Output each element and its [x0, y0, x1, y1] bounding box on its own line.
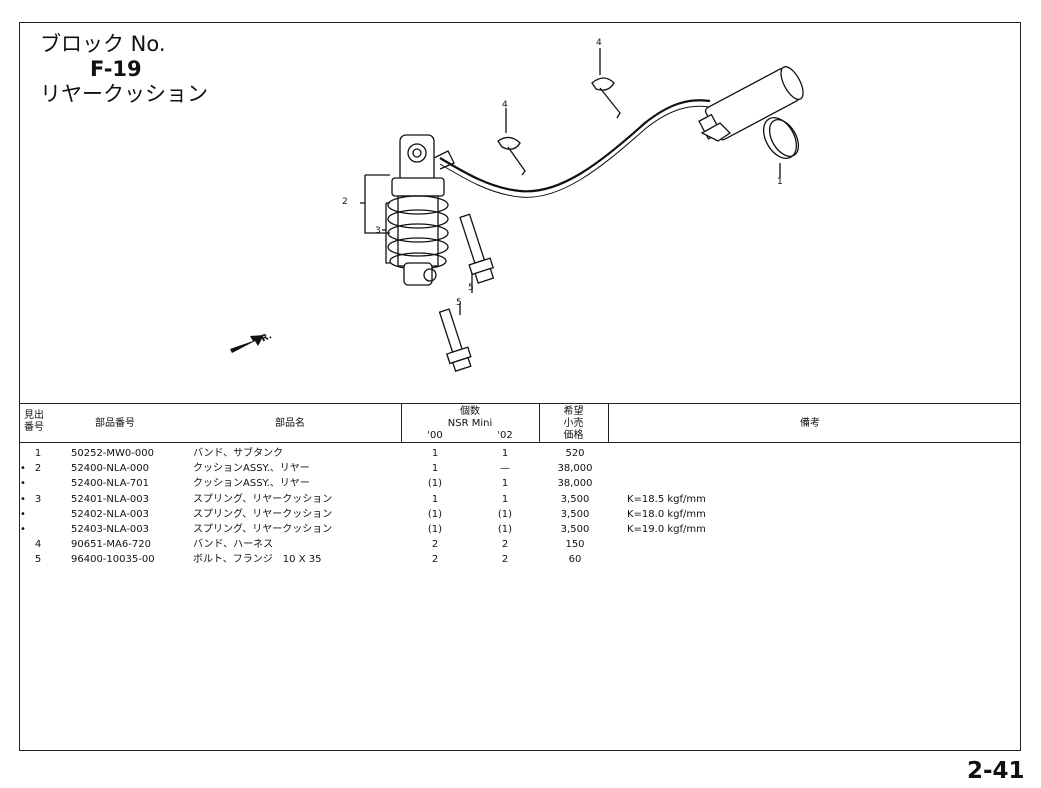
cell-mark: •: [20, 463, 26, 475]
callout-3: 3: [375, 226, 381, 236]
cell-qty-a: 2: [431, 554, 439, 566]
callout-1: 1: [777, 177, 783, 187]
header-divider: [539, 404, 540, 442]
header-qty: 個数: [460, 406, 480, 417]
cell-part-no: 90651-MA6-720: [71, 539, 151, 551]
cell-price: 3,500: [560, 508, 590, 520]
page-frame: [19, 22, 1021, 751]
cell-name: クッションASSY.、リヤー: [193, 478, 310, 490]
cell-ref: 2: [34, 463, 42, 475]
cell-name: クッションASSY.、リヤー: [193, 463, 310, 475]
cell-qty-b: (1): [497, 524, 513, 535]
harness-band-lower: [497, 108, 526, 176]
diagram-table-separator: [20, 403, 1020, 404]
cell-ref: 1: [34, 448, 42, 459]
cell-part-no: 50252-MW0-000: [71, 448, 154, 459]
cell-qty-b: —: [500, 463, 510, 475]
flange-bolt-upper: [459, 213, 495, 284]
cell-part-no: 52402-NLA-003: [71, 508, 150, 520]
cell-price: 3,500: [560, 524, 590, 535]
cell-name: スプリング、リヤークッション: [193, 493, 333, 505]
cell-ref: 5: [34, 554, 42, 566]
cell-name: ボルト、フランジ 10 X 35: [193, 554, 322, 566]
header-divider: [401, 404, 402, 442]
reservoir-hose: [439, 99, 711, 193]
block-name: リヤークッション: [40, 82, 208, 106]
cell-qty-a: 1: [431, 448, 439, 459]
header-ref-no: 見出 番号: [24, 410, 44, 433]
parts-diagram: 4 4 1 2 3 5 5 FR.: [230, 38, 804, 372]
cell-remarks: K=18.0 kgf/mm: [627, 508, 706, 520]
cell-mark: •: [20, 493, 26, 505]
cell-mark: •: [20, 478, 26, 490]
harness-band-upper: [591, 48, 621, 119]
fr-label: FR.: [254, 331, 273, 347]
cell-name: スプリング、リヤークッション: [193, 524, 333, 535]
cell-price: 150: [565, 539, 585, 551]
table-row: • 2 52400-NLA-000 クッションASSY.、リヤー 1 — 38,000: [20, 461, 1020, 476]
table-row: 5 96400-10035-00 ボルト、フランジ 10 X 35 2 2 60: [20, 552, 1020, 567]
table-row: 4 90651-MA6-720 バンド、ハーネス 2 2 150: [20, 537, 1020, 552]
cell-part-no: 52401-NLA-003: [71, 493, 150, 505]
cell-qty-a: 1: [431, 463, 439, 475]
flange-bolt-lower: [438, 308, 472, 372]
cell-name: スプリング、リヤークッション: [193, 508, 333, 520]
header-price: 希望 小売 価格: [563, 406, 584, 441]
cell-price: 38,000: [557, 463, 593, 475]
cell-price: 3,500: [560, 493, 590, 505]
cell-part-no: 52403-NLA-003: [71, 524, 150, 535]
cell-ref: 4: [34, 539, 42, 551]
cell-qty-a: (1): [427, 478, 443, 490]
header-remarks: 備考: [800, 418, 820, 429]
cell-qty-a: 2: [431, 539, 439, 551]
table-row: • 52402-NLA-003 スプリング、リヤークッション (1) (1) 3,500 K…: [20, 507, 1020, 522]
cell-qty-b: 1: [501, 478, 509, 490]
header-divider: [608, 404, 609, 442]
cell-price: 520: [565, 448, 585, 459]
cell-qty-b: (1): [497, 508, 513, 520]
header-part-name: 部品名: [275, 418, 305, 429]
table-row: • 52400-NLA-701 クッションASSY.、リヤー (1) 1 38,000: [20, 476, 1020, 491]
header-part-no: 部品番号: [95, 418, 135, 429]
block-code: F-19: [90, 57, 142, 81]
header-year-02: '02: [497, 430, 513, 441]
header-year-00: '00: [427, 430, 443, 441]
cell-name: バンド、サブタンク: [193, 448, 284, 459]
page-number: 2-41: [967, 758, 1025, 784]
table-row: 1 50252-MW0-000 バンド、サブタンク 1 1 520: [20, 446, 1020, 461]
cell-remarks: K=19.0 kgf/mm: [627, 524, 706, 535]
callout-5-upper: 5: [468, 283, 474, 293]
callout-2: 2: [342, 197, 348, 207]
cell-name: バンド、ハーネス: [193, 539, 274, 551]
front-direction-arrow: [230, 335, 264, 353]
callout-5-lower: 5: [456, 298, 462, 308]
cell-price: 60: [568, 554, 582, 566]
cell-remarks: K=18.5 kgf/mm: [627, 493, 706, 505]
table-row: • 52403-NLA-003 スプリング、リヤークッション (1) (1) 3,500 K…: [20, 522, 1020, 537]
cell-qty-b: 2: [501, 554, 509, 566]
cell-mark: •: [20, 524, 26, 535]
cell-mark: •: [20, 508, 26, 520]
block-label: ブロック No.: [40, 32, 166, 56]
cell-qty-a: (1): [427, 524, 443, 535]
cell-price: 38,000: [557, 478, 593, 490]
callout-4-upper: 4: [596, 38, 602, 48]
cell-qty-b: 2: [501, 539, 509, 551]
cell-ref: 3: [34, 493, 42, 505]
rear-shock: [387, 134, 455, 286]
band-subtank: [762, 117, 800, 178]
cell-qty-a: 1: [431, 493, 439, 505]
table-header: [20, 404, 1020, 443]
table-row: • 3 52401-NLA-003 スプリング、リヤークッション 1 1 3,500 K=18…: [20, 492, 1020, 507]
cell-part-no: 96400-10035-00: [71, 554, 155, 566]
callout-4-lower: 4: [502, 100, 508, 110]
cell-part-no: 52400-NLA-701: [71, 478, 150, 490]
cell-qty-b: 1: [501, 493, 509, 505]
sub-tank: [698, 66, 804, 141]
cell-qty-b: 1: [501, 448, 509, 459]
cell-qty-a: (1): [427, 508, 443, 520]
header-model: NSR Mini: [447, 418, 493, 429]
cell-part-no: 52400-NLA-000: [71, 463, 150, 475]
